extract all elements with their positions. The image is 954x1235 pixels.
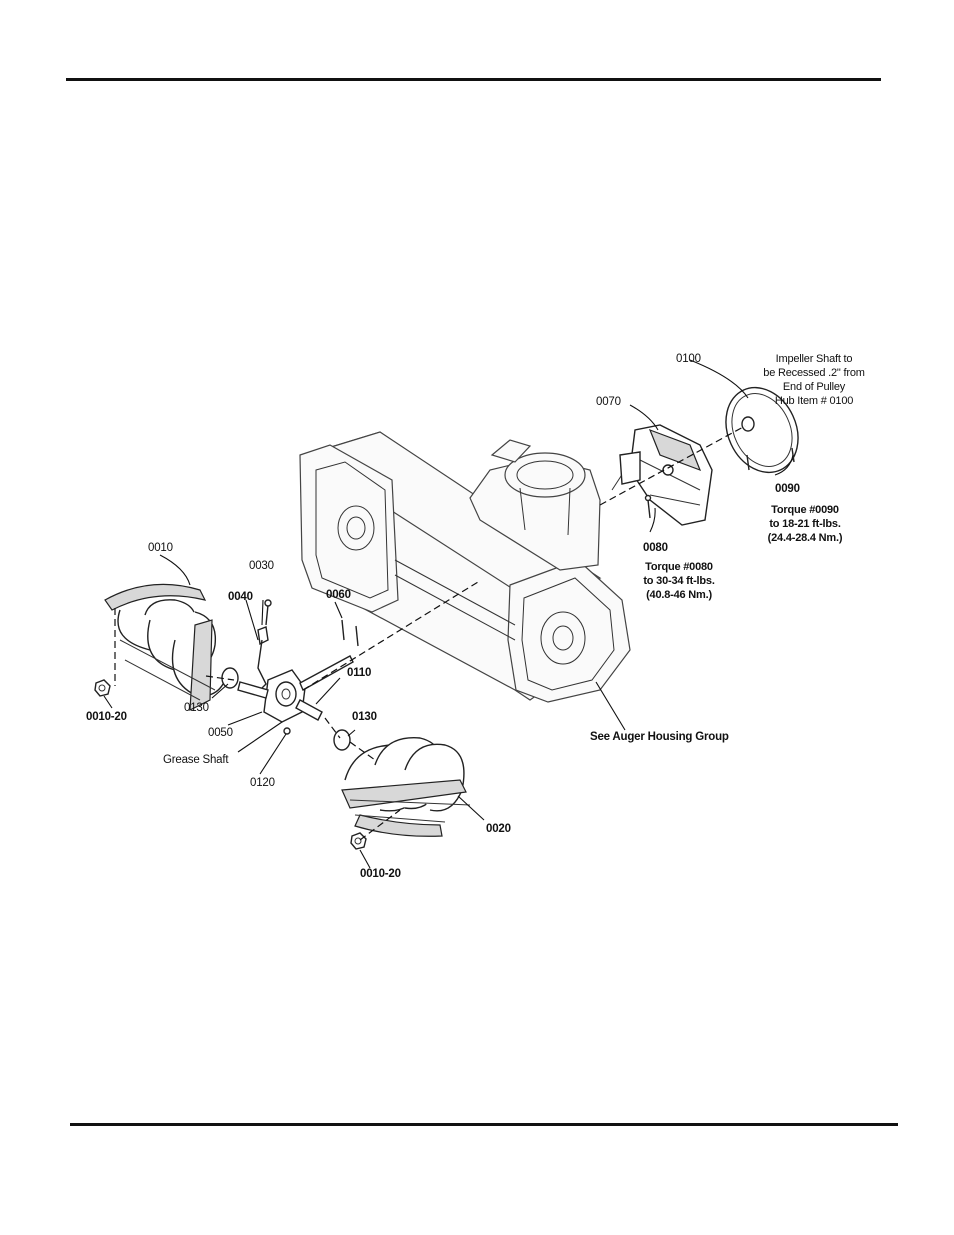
note-torque-0090-line-3: (24.4-28.4 Nm.)	[768, 532, 843, 544]
label-grease-shaft: Grease Shaft	[163, 754, 229, 766]
note-impeller-recess: Impeller Shaft to be Recessed .2" from E…	[763, 353, 864, 407]
label-0030: 0030	[249, 560, 274, 572]
note-impeller-line-2: be Recessed .2" from	[763, 367, 864, 379]
label-0020: 0020	[486, 823, 511, 835]
label-0050: 0050	[208, 727, 233, 739]
label-0080: 0080	[643, 542, 668, 554]
label-0090: 0090	[775, 483, 800, 495]
note-impeller-line-1: Impeller Shaft to	[776, 353, 853, 365]
note-torque-0080: Torque #0080 to 30-34 ft-lbs. (40.8-46 N…	[643, 561, 715, 601]
label-0060: 0060	[326, 589, 351, 601]
label-0120: 0120	[250, 777, 275, 789]
right-auger-0020	[342, 738, 470, 837]
note-torque-0090-line-1: Torque #0090	[771, 504, 839, 516]
label-0130-left: 0130	[184, 702, 209, 714]
label-0070: 0070	[596, 396, 621, 408]
shear-bolt-0040	[258, 627, 268, 688]
label-0100: 0100	[676, 353, 701, 365]
label-0130-right: 0130	[352, 711, 377, 723]
label-0110: 0110	[347, 667, 371, 679]
note-torque-0080-line-1: Torque #0080	[645, 561, 713, 573]
bolt-0080	[646, 496, 651, 519]
gearbox-0050	[264, 670, 305, 722]
note-torque-0090: Torque #0090 to 18-21 ft-lbs. (24.4-28.4…	[768, 504, 843, 544]
bolts-0060	[342, 620, 358, 646]
note-torque-0080-line-3: (40.8-46 Nm.)	[646, 589, 712, 601]
bolt-0010-20-left	[95, 680, 110, 696]
note-torque-0090-line-2: to 18-21 ft-lbs.	[769, 518, 841, 530]
spacer-0130-left	[222, 668, 238, 688]
label-0010: 0010	[148, 542, 173, 554]
label-0040: 0040	[228, 591, 253, 603]
spacer-0130-right	[334, 730, 350, 750]
label-0010-20-right: 0010-20	[360, 868, 401, 880]
note-torque-0080-line-2: to 30-34 ft-lbs.	[643, 575, 715, 587]
fitting-0120	[284, 728, 290, 734]
impeller-0070	[612, 425, 712, 525]
left-auger-0010	[105, 584, 228, 710]
bolt-0010-20-right	[351, 833, 366, 849]
label-0010-20-left: 0010-20	[86, 711, 127, 723]
grease-fitting-0030	[265, 600, 271, 625]
note-impeller-line-3: End of Pulley	[783, 381, 846, 393]
note-impeller-line-4: Hub Item # 0100	[775, 395, 853, 407]
label-see-auger-housing: See Auger Housing Group	[590, 731, 729, 743]
